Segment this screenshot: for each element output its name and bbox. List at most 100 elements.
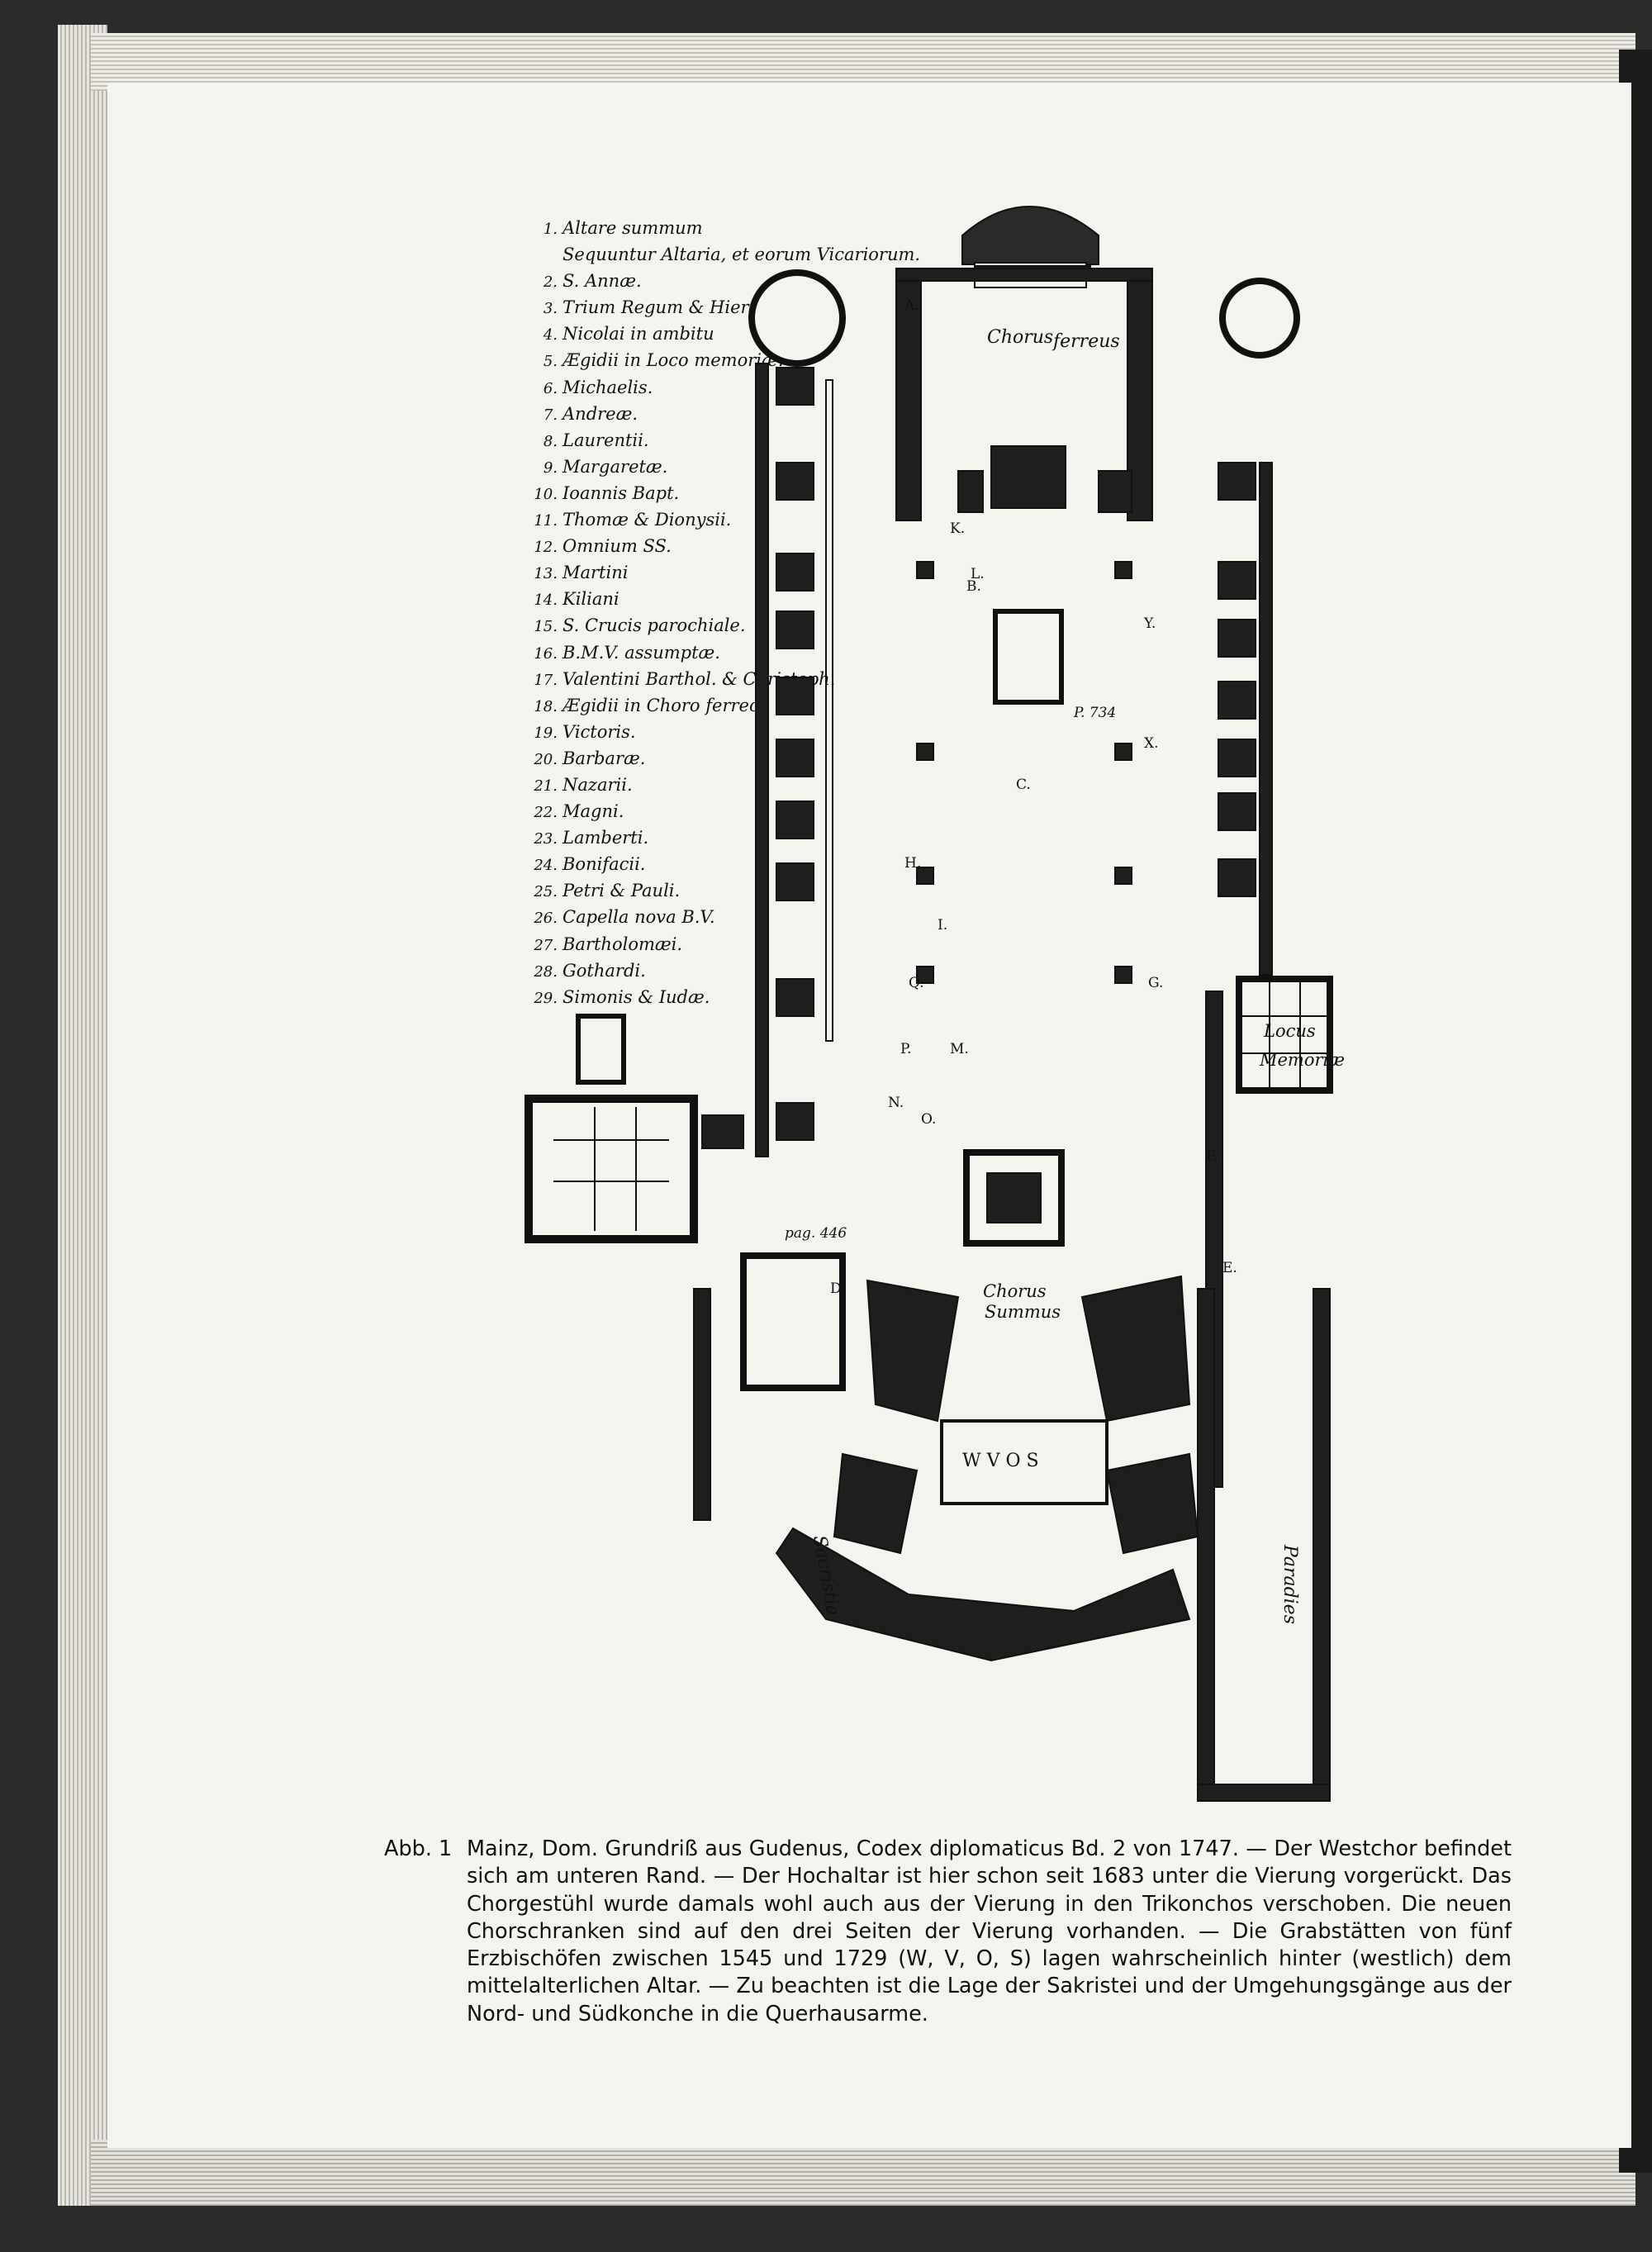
legend-label: B.M.V. assumptæ. <box>563 642 720 663</box>
legend-item: 24. Bonifacii. <box>525 851 797 877</box>
legend-item: 5. Ægidii in Loco memoriæ. <box>525 347 797 373</box>
legend-label: Kiliani <box>563 589 620 610</box>
legend-item: 1.Altare summum <box>525 215 797 241</box>
legend-label: Capella nova B.V. <box>563 907 715 928</box>
legend-item: 19.Victoris. <box>525 719 797 745</box>
plan-letter: P. <box>900 1041 911 1057</box>
legend-label: Omnium SS. <box>563 536 672 557</box>
legend-label: Altare summum <box>563 218 703 238</box>
legend-label: Martini <box>563 563 629 583</box>
legend-label: Michaelis. <box>563 377 653 397</box>
legend-number: 23. <box>534 830 558 848</box>
legend-label: Simonis & Iudæ. <box>563 986 710 1007</box>
plan-letter: C. <box>1016 777 1031 793</box>
page-stack-top <box>91 33 1635 91</box>
caption-label: Abb. 1 <box>384 1836 453 1861</box>
legend-number: 7. <box>543 406 558 424</box>
legend-item: 16. B.M.V. assumptæ. <box>525 639 797 666</box>
label-chorus-ferreus-2: ferreus <box>1051 331 1120 352</box>
legend-item: 14. Kiliani <box>525 586 797 612</box>
legend-number: 21. <box>534 777 558 795</box>
legend-label: Ægidii in Choro ferreo. <box>563 695 765 715</box>
legend-item: 28. Gothardi. <box>525 957 797 984</box>
legend-number: 4. <box>543 326 558 344</box>
legend-label: Margaretæ. <box>563 456 668 477</box>
legend-number: 14. <box>534 592 558 610</box>
legend-number: 12. <box>534 539 558 557</box>
label-pag-734: P. 734 <box>1073 705 1116 721</box>
plan-letter: Y. <box>1143 615 1156 632</box>
legend-number: 24. <box>534 857 558 875</box>
legend-item: 6. Michaelis. <box>525 374 797 401</box>
label-paradies: Paradies <box>1279 1544 1300 1624</box>
plan-letter: F. <box>1206 1148 1218 1165</box>
legend-label: Nicolai in ambitu <box>563 324 714 344</box>
legend-number: 27. <box>534 936 558 954</box>
label-locus-memoriae-2: Memoriæ <box>1259 1050 1345 1070</box>
plan-letter: B. <box>966 578 981 595</box>
plan-letter: K. <box>950 520 965 537</box>
legend-number: 5. <box>543 353 558 371</box>
legend-label: Ægidii in Loco memoriæ. <box>563 350 784 371</box>
legend-item: 4. Nicolai in ambitu <box>525 321 797 347</box>
legend-label: S. Crucis parochiale. <box>563 615 746 636</box>
plan-letter: X. <box>1144 735 1159 752</box>
legend-item: 2.S. Annæ. <box>525 268 797 294</box>
legend-item: 26.Capella nova B.V. <box>525 904 797 930</box>
legend-label: Sequuntur Altaria, et eorum Vicariorum. <box>563 245 921 265</box>
legend-number: 18. <box>534 697 558 715</box>
legend-item: 23. Lamberti. <box>525 824 797 851</box>
legend-label: Magni. <box>563 801 624 822</box>
legend-number: 20. <box>534 750 558 768</box>
legend-number: 13. <box>534 565 558 583</box>
page-stack-bottom <box>91 2140 1635 2206</box>
legend-number: 29. <box>534 989 558 1007</box>
legend-item: 12. Omnium SS. <box>525 533 797 559</box>
legend-item: 20.Barbaræ. <box>525 745 797 772</box>
label-locus-memoriae-1: Locus <box>1263 1021 1316 1041</box>
legend-number: 17. <box>534 671 558 689</box>
label-chorus-summus-1: Chorus <box>983 1281 1047 1301</box>
legend-item: 25. Petri & Pauli. <box>525 877 797 904</box>
legend-item: 27. Bartholomæi. <box>525 931 797 957</box>
legend-item: 10.Ioannis Bapt. <box>525 480 797 506</box>
legend-item: 7.Andreæ. <box>525 401 797 427</box>
legend-item: 9.Margaretæ. <box>525 454 797 480</box>
plan-letter: L. <box>971 566 985 582</box>
legend-label: Victoris. <box>563 721 636 742</box>
legend-item: 15. S. Crucis parochiale. <box>525 612 797 639</box>
plan-letter: H. <box>904 855 921 872</box>
plan-letter: Q. <box>909 975 924 991</box>
legend-item: 22.Magni. <box>525 798 797 824</box>
legend-number: 25. <box>534 883 558 901</box>
legend-number: 10. <box>534 485 558 503</box>
legend-label: Thomæ & Dionysii. <box>563 510 732 530</box>
legend-label: Bartholomæi. <box>563 934 683 954</box>
legend-number: 2. <box>543 273 558 292</box>
legend-label: Petri & Pauli. <box>563 881 681 901</box>
legend-number: 6. <box>543 379 558 397</box>
legend-item: 29. Simonis & Iudæ. <box>525 984 797 1010</box>
plan-letter: G. <box>1148 975 1163 991</box>
legend-item: 21.Nazarii. <box>525 772 797 798</box>
legend-number: 15. <box>534 618 558 636</box>
legend-label: Gothardi. <box>563 960 646 981</box>
legend-label: Bonifacii. <box>563 854 646 875</box>
caption-text: Mainz, Dom. Grundriß aus Gudenus, Codex … <box>467 1836 1512 2026</box>
legend-label: Laurentii. <box>563 430 649 450</box>
plan-letter: O. <box>921 1111 936 1128</box>
legend-item: 11.Thomæ & Dionysii. <box>525 506 797 533</box>
label-chorus-ferreus-1: Chorus <box>987 327 1053 348</box>
legend-number: 16. <box>534 644 558 663</box>
legend-number: 28. <box>534 962 558 981</box>
plan-letter: I. <box>938 917 947 934</box>
legend-label: Lamberti. <box>563 828 649 848</box>
legend-item: 13. Martini <box>525 559 797 586</box>
plan-letter: N. <box>888 1095 904 1111</box>
label-grave-letters: W V O S <box>962 1451 1039 1471</box>
legend-item: 18. Ægidii in Choro ferreo. <box>525 692 797 719</box>
legend-number: 3. <box>543 300 558 318</box>
book-page <box>107 83 1631 2148</box>
